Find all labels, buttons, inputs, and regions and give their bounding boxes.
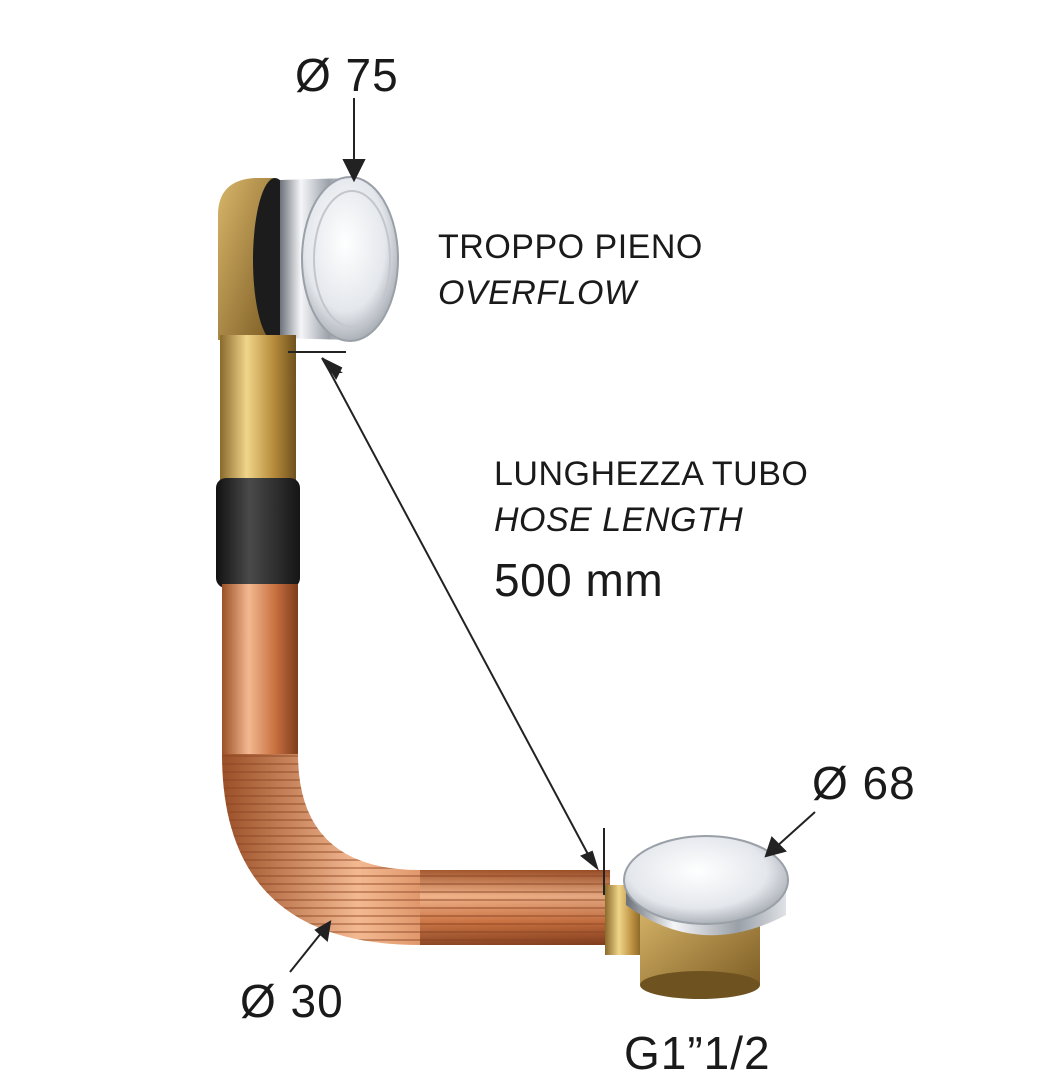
overflow-cap-face (301, 176, 399, 342)
hose-diameter-label: Ø 30 (240, 975, 344, 1027)
copper-hose-vertical (222, 584, 298, 754)
overflow-label-it: TROPPO PIENO (438, 228, 703, 266)
thread-label: G1”1/2 (624, 1027, 771, 1079)
brass-tube (220, 335, 296, 485)
waste-plug-top (623, 835, 789, 925)
waste-plug-side (626, 880, 786, 936)
hose-length-value: 500 mm (494, 554, 664, 606)
hose-label-it: LUNGHEZZA TUBO (494, 455, 809, 493)
overflow-diameter-label: Ø 75 (295, 49, 399, 101)
waste-diameter-label: Ø 68 (812, 757, 916, 809)
rubber-coupling (216, 478, 300, 588)
hose-label-en: HOSE LENGTH (494, 501, 744, 539)
overflow-label-en: OVERFLOW (438, 274, 637, 312)
